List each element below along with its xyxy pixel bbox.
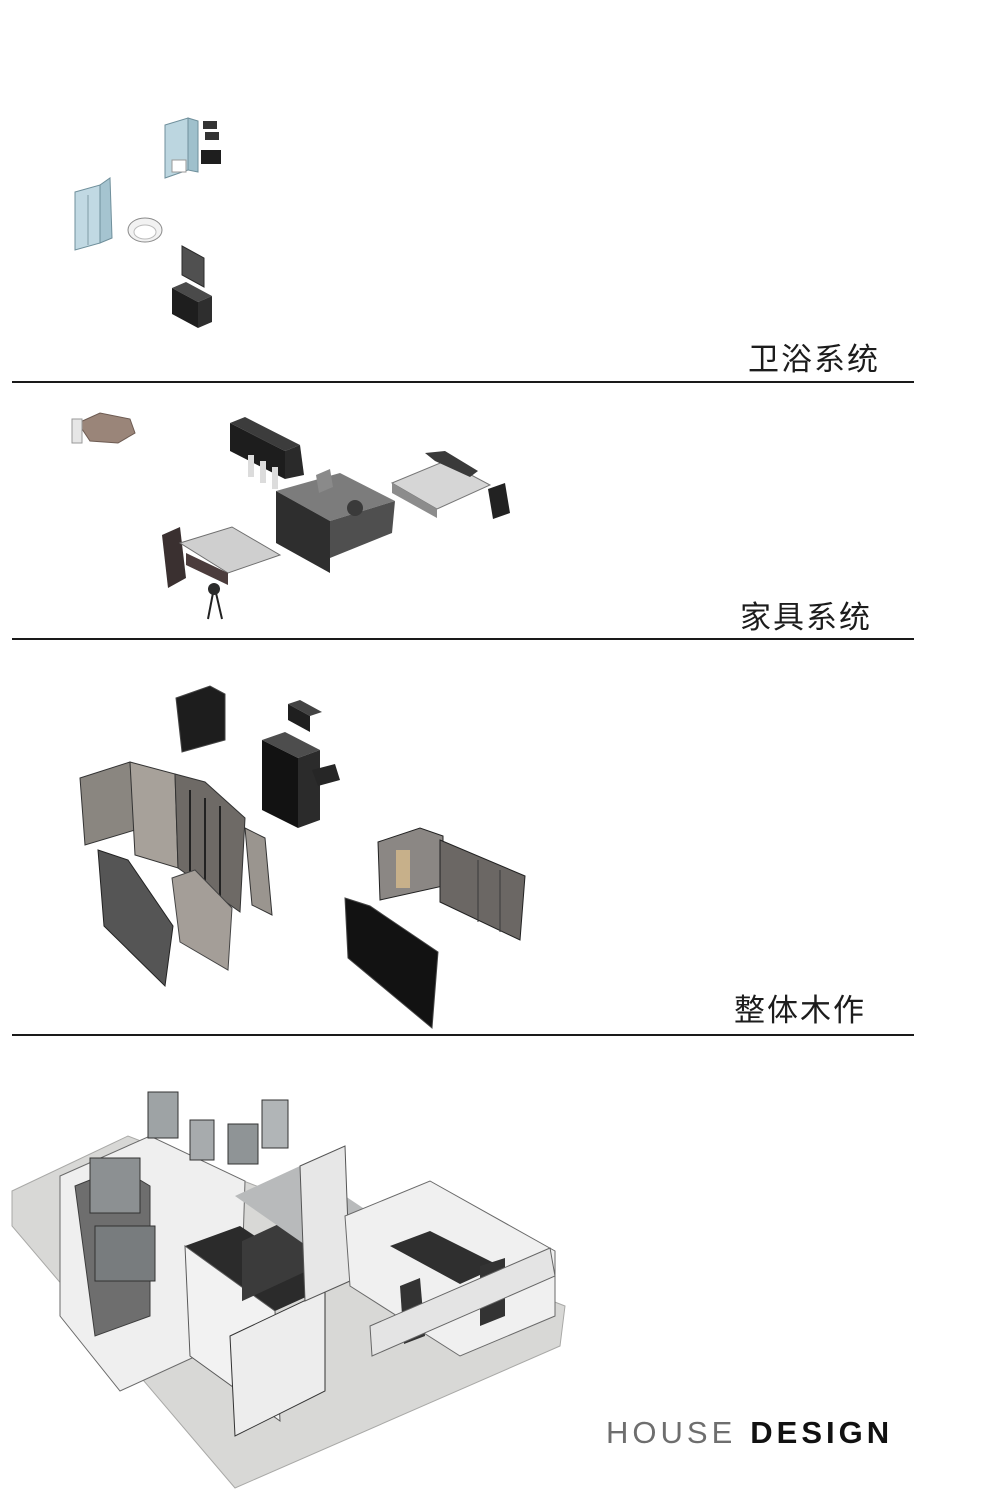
shelving-unit bbox=[377, 827, 526, 941]
brand-wordmark: HOUSE DESIGN bbox=[606, 1415, 893, 1451]
brand-word-design: DESIGN bbox=[750, 1415, 894, 1450]
bed-right bbox=[390, 451, 510, 519]
sliding-panel-dark bbox=[97, 849, 174, 988]
section-label-bathroom: 卫浴系统 bbox=[748, 342, 880, 378]
shower-enclosure-upper bbox=[164, 117, 199, 179]
living-room-set bbox=[276, 469, 395, 573]
storage-column bbox=[262, 732, 340, 828]
woodwork-system-illustration bbox=[79, 685, 526, 1030]
section-divider-1 bbox=[12, 381, 914, 383]
shower-enclosure-lower bbox=[74, 177, 113, 251]
section-label-woodwork: 整体木作 bbox=[734, 993, 866, 1029]
bathroom-system-illustration bbox=[74, 117, 221, 328]
cabinet-stack-upper bbox=[201, 121, 221, 164]
section-label-furniture: 家具系统 bbox=[740, 600, 872, 636]
furniture-system-illustration bbox=[71, 412, 510, 620]
bedroom-floor-right bbox=[390, 1231, 500, 1284]
mirror-panel bbox=[181, 245, 205, 288]
feature-wall-panel bbox=[344, 897, 439, 1030]
sliding-panel-grey bbox=[171, 869, 233, 971]
bed-left bbox=[162, 526, 282, 620]
section-divider-2 bbox=[12, 638, 914, 640]
rug-and-chair bbox=[71, 412, 136, 444]
house-model-illustration bbox=[11, 1091, 566, 1489]
wardrobe-panel-top bbox=[175, 685, 226, 753]
kitchen-island bbox=[230, 417, 304, 489]
vanity-cabinet bbox=[172, 282, 212, 328]
glass-partitions bbox=[89, 1091, 289, 1282]
section-divider-3 bbox=[12, 1034, 914, 1036]
brand-word-house: HOUSE bbox=[606, 1415, 737, 1450]
